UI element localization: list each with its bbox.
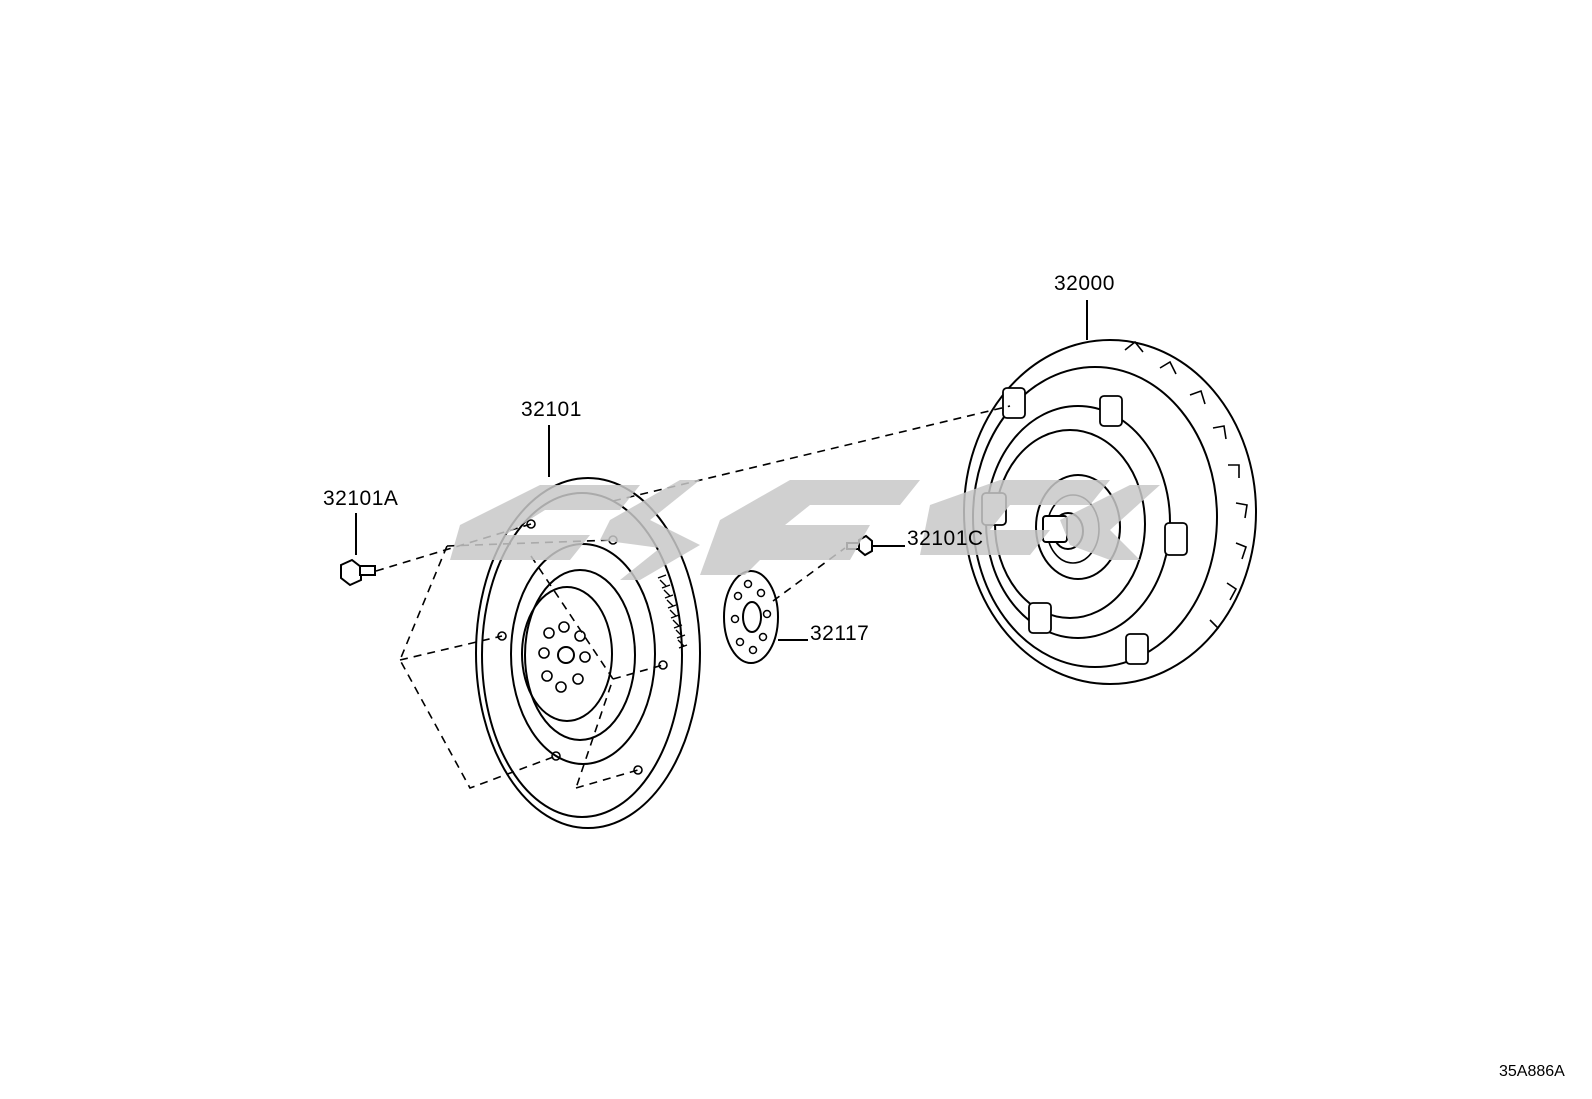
figure-code: 35A886A xyxy=(1499,1063,1565,1080)
spacer-plate-icon xyxy=(723,570,808,664)
watermark-logo xyxy=(450,480,1160,580)
part-label-32117[interactable]: 32117 xyxy=(810,622,870,645)
alignment-lines xyxy=(375,405,1011,789)
part-label-32101a[interactable]: 32101A xyxy=(323,487,399,510)
part-label-32000[interactable]: 32000 xyxy=(1054,272,1115,295)
part-label-32101[interactable]: 32101 xyxy=(521,398,582,421)
bolt-icon xyxy=(340,513,376,587)
part-label-32101c[interactable]: 32101C xyxy=(907,527,984,550)
